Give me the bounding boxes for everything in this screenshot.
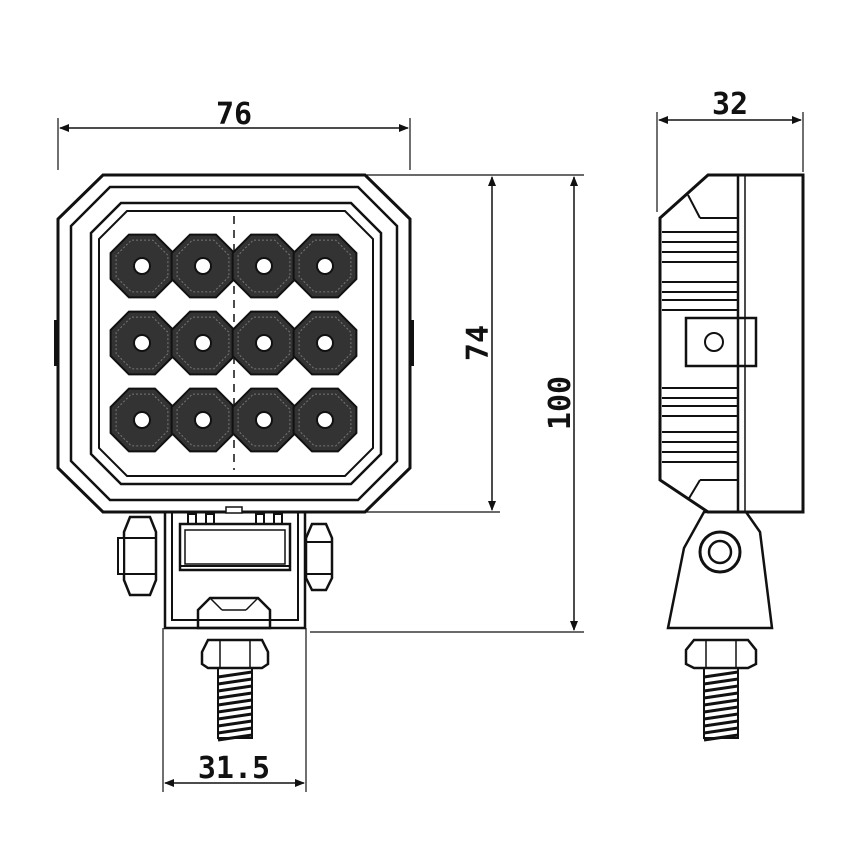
thread-line	[217, 691, 253, 700]
led-3-3	[231, 387, 297, 453]
housing-inner-rim	[69, 185, 399, 502]
thread-line	[703, 726, 739, 735]
thread-line	[703, 712, 739, 721]
dimension-total-height: 100	[310, 174, 584, 633]
fin-3	[662, 281, 739, 293]
fin-6	[662, 405, 739, 417]
lens-frame	[89, 201, 383, 486]
dim-label-bracket-width: 31.5	[198, 751, 270, 786]
thread-line	[217, 677, 253, 686]
thread-line	[217, 712, 253, 721]
thread-line	[703, 698, 739, 707]
thread-line	[217, 670, 253, 679]
fin-7	[662, 431, 739, 443]
thread-line	[703, 677, 739, 686]
dimension-bracket-width: 31.5	[162, 628, 307, 792]
thread-line	[217, 719, 253, 728]
thread-line	[217, 733, 253, 742]
cooling-fins	[662, 231, 739, 463]
bracket-hole-outer	[698, 530, 742, 574]
bracket-hole-inner	[707, 539, 733, 565]
thread-line	[703, 733, 739, 742]
thread-line	[217, 698, 253, 707]
bolt-side	[684, 638, 758, 742]
bottom-notch	[225, 506, 243, 514]
led-1-1	[109, 233, 175, 299]
thread-line	[217, 684, 253, 693]
fin-1	[662, 231, 739, 243]
fin-8	[662, 451, 739, 463]
side-tab-right	[409, 320, 414, 366]
side-mount-tab	[684, 316, 758, 368]
thread-line	[703, 670, 739, 679]
nut-front	[196, 596, 272, 630]
led-2-4	[292, 310, 358, 376]
led-3-2	[170, 387, 236, 453]
dim-label-depth: 32	[712, 87, 748, 122]
led-3-1	[109, 387, 175, 453]
dim-label-lens-height: 74	[461, 325, 496, 361]
knob-left	[117, 515, 158, 597]
dimension-depth: 32	[656, 87, 804, 212]
side-view	[658, 173, 805, 742]
lens-frame-inner	[98, 210, 374, 477]
led-3-4	[292, 387, 358, 453]
thread-line	[703, 684, 739, 693]
led-grid	[109, 233, 358, 453]
fin-5	[662, 387, 739, 399]
dimension-width: 76	[57, 97, 411, 170]
led-2-3	[231, 310, 297, 376]
fin-4	[662, 299, 739, 311]
bolt-front	[200, 638, 270, 742]
side-tab-hole	[704, 332, 724, 352]
led-2-2	[170, 310, 236, 376]
dim-label-total-height: 100	[543, 376, 578, 430]
thread-line	[703, 719, 739, 728]
thread-line	[703, 691, 739, 700]
dim-label-width: 76	[216, 97, 252, 132]
front-view	[54, 173, 414, 742]
thread-line	[703, 705, 739, 714]
knob-right	[304, 522, 334, 592]
led-1-3	[231, 233, 297, 299]
thread-line	[217, 726, 253, 735]
dimension-lens-height: 74	[360, 174, 500, 513]
fin-2	[662, 251, 739, 263]
led-1-4	[292, 233, 358, 299]
side-tab-left	[54, 320, 59, 366]
led-1-2	[170, 233, 236, 299]
led-2-1	[109, 310, 175, 376]
thread-line	[217, 705, 253, 714]
side-bracket	[666, 510, 774, 630]
